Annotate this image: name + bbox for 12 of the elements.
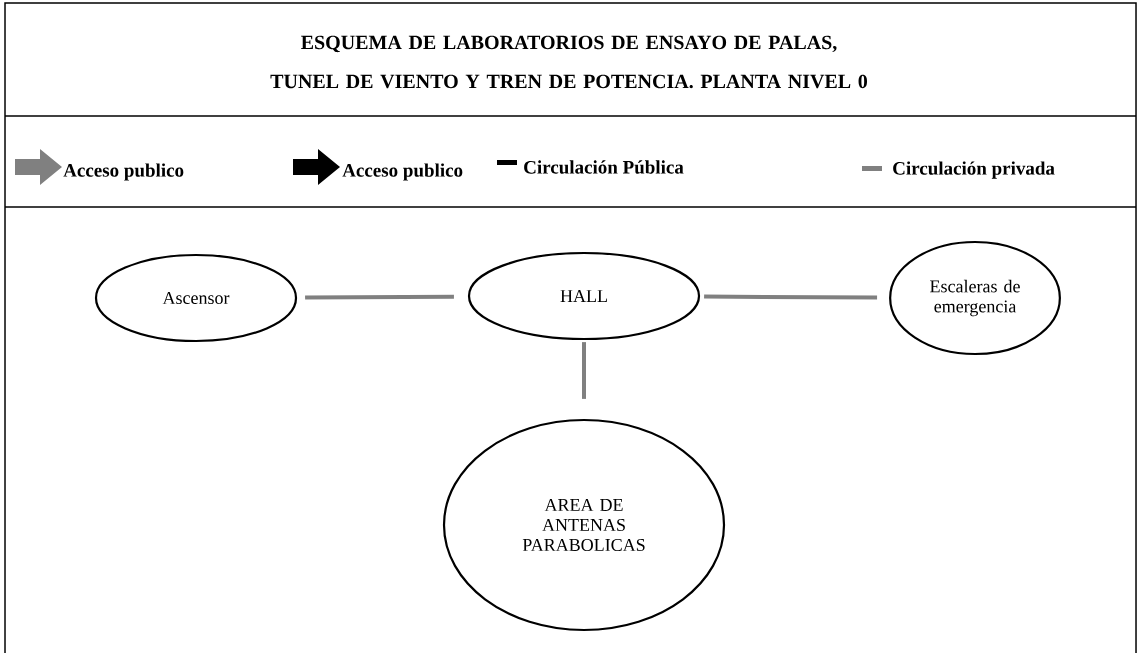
connector-line	[704, 294, 878, 300]
ellipse-node: AREA DE ANTENAS PARABOLICAS	[442, 418, 726, 632]
ellipse-node: HALL	[467, 251, 701, 341]
title: ESQUEMA DE LABORATORIOS DE ENSAYO DE PALAS, TUNEL DE VIENTO Y TREN DE POTENCIA. PLANTA NIVEL 0	[270, 35, 867, 89]
connector-line	[305, 294, 454, 300]
legend-text: Circulación privada	[893, 161, 1055, 179]
connector-line	[582, 342, 586, 399]
legend-text: Acceso publico	[63, 163, 184, 181]
ellipse-node: Escaleras de emergencia	[889, 240, 1061, 356]
legend-text: Circulación Pública	[524, 160, 684, 174]
ellipse-node: Ascensor	[94, 253, 298, 343]
legend-text: Acceso publico	[342, 163, 463, 181]
